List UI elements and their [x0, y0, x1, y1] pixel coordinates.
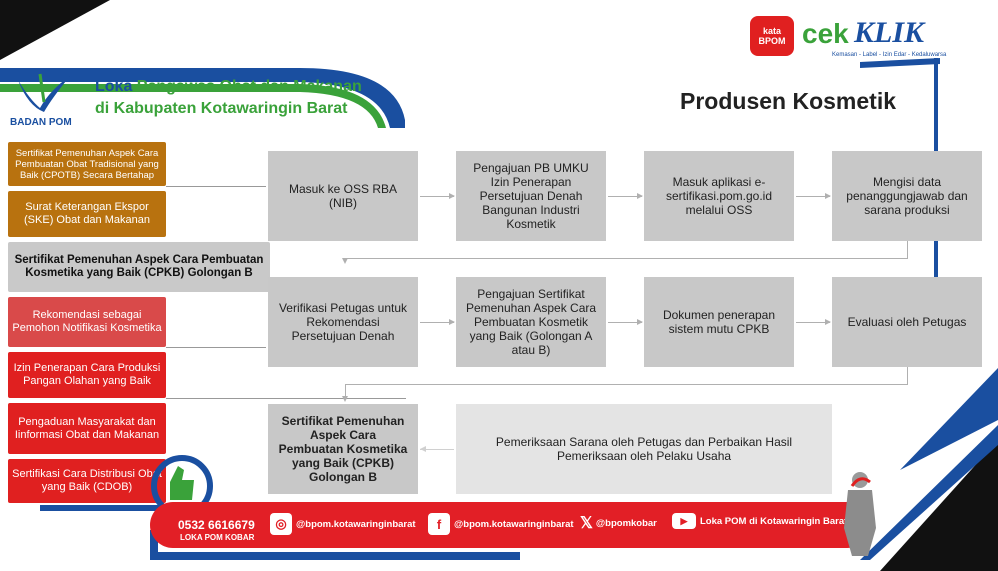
- arrow-right-icon: [796, 319, 831, 325]
- arrow-left-head: [420, 446, 426, 452]
- klik-text: KLIK: [854, 16, 925, 49]
- arrow-right-icon: [608, 193, 643, 199]
- flow-step-dokumen-cpkb: Dokumen penerapan sistem mutu CPKB: [644, 277, 794, 367]
- kata-bpom-badge: kata BPOM: [750, 16, 794, 56]
- flow-step-mengisi-data: Mengisi data penanggungjawab dan sarana …: [832, 151, 982, 241]
- divider: [166, 186, 266, 187]
- x-handle: @bpomkobar: [595, 517, 657, 529]
- flow-step-pemeriksaan-sarana: Pemeriksaan Sarana oleh Petugas dan Perb…: [456, 404, 832, 494]
- page-title: Produsen Kosmetik: [680, 88, 896, 114]
- sidebar-item-cpotb[interactable]: Sertifikat Pemenuhan Aspek Cara Pembuata…: [8, 142, 166, 186]
- mascot-figure-icon: [844, 472, 876, 556]
- divider: [166, 398, 406, 399]
- thumbs-up-icon: [151, 455, 213, 512]
- sidebar-item-ske[interactable]: Surat Keterangan Ekspor (SKE) Obat dan M…: [8, 191, 166, 237]
- arrow-left-icon: [420, 449, 454, 450]
- footer-instagram[interactable]: ◎ @bpom.kotawaringinbarat: [270, 513, 416, 535]
- logo-text: BADAN POM: [10, 117, 72, 128]
- footer-phone[interactable]: 0532 6616679: [178, 518, 255, 532]
- divider: [166, 347, 266, 348]
- badan-pom-emblem-icon: [18, 73, 70, 112]
- cek-text: cek: [802, 18, 849, 49]
- sidebar-item-cdob[interactable]: Sertifikasi Cara Distribusi Obat yang Ba…: [8, 459, 166, 503]
- header-title: Loka Pengawas Obat dan Makanan di Kabupa…: [95, 78, 362, 118]
- flow-step-pengajuan-pb: Pengajuan PB UMKU Izin Penerapan Persetu…: [456, 151, 606, 241]
- footer-phone-label: LOKA POM KOBAR: [180, 533, 255, 542]
- cekklik-logo: kata BPOM cek KLIK Kemasan - Label - Izi…: [750, 12, 970, 62]
- arrow-down-icon: [342, 396, 348, 402]
- flow-step-verifikasi: Verifikasi Petugas untuk Rekomendasi Per…: [268, 277, 418, 367]
- title-prefix: Loka: [95, 78, 137, 95]
- arrow-down-icon: [342, 258, 348, 264]
- footer-x[interactable]: 𝕏 @bpomkobar: [580, 513, 657, 533]
- instagram-icon: ◎: [270, 513, 292, 535]
- arrow-right-icon: [420, 319, 455, 325]
- title-line2: di Kabupaten Kotawaringin Barat: [95, 100, 348, 117]
- flow-step-pengajuan-sertifikat: Pengajuan Sertifikat Pemenuhan Aspek Car…: [456, 277, 606, 367]
- flow-step-evaluasi: Evaluasi oleh Petugas: [832, 277, 982, 367]
- footer-facebook[interactable]: f @bpom.kotawaringinbarat: [428, 513, 574, 535]
- badan-pom-logo: BADAN POM: [10, 72, 85, 132]
- flow-step-e-sertifikasi: Masuk aplikasi e-sertifikasi.pom.go.id m…: [644, 151, 794, 241]
- arrow-right-icon: [608, 319, 643, 325]
- youtube-icon: ▶: [672, 513, 696, 529]
- corner-decoration-top-left: [0, 0, 110, 60]
- arrow-right-icon: [420, 193, 455, 199]
- arrow-right-icon: [796, 193, 831, 199]
- instagram-handle: @bpom.kotawaringinbarat: [296, 518, 416, 530]
- brand-tagline: Kemasan - Label - Izin Edar - Kedaluwars…: [832, 52, 947, 58]
- footer-youtube[interactable]: ▶ Loka POM di Kotawaringin Barat: [672, 513, 847, 529]
- sidebar-item-pengaduan[interactable]: Pengaduan Masyarakat dan Iinformasi Obat…: [8, 403, 166, 454]
- facebook-handle: @bpom.kotawaringinbarat: [454, 518, 574, 530]
- connector-line: [345, 384, 346, 398]
- facebook-icon: f: [428, 513, 450, 535]
- connector-line: [345, 241, 908, 259]
- x-icon: 𝕏: [580, 515, 593, 532]
- connector-line: [345, 367, 908, 385]
- title-highlight: Pengawas Obat dan Makanan: [136, 78, 362, 95]
- flow-step-sertifikat-cpkb: Sertifikat Pemenuhan Aspek Cara Pembuata…: [268, 404, 418, 494]
- sidebar-item-notifikasi-kosmetika[interactable]: Rekomendasi sebagai Pemohon Notifikasi K…: [8, 297, 166, 347]
- flow-step-oss: Masuk ke OSS RBA (NIB): [268, 151, 418, 241]
- sidebar-item-cppob[interactable]: Izin Penerapan Cara Produksi Pangan Olah…: [8, 352, 166, 398]
- youtube-channel: Loka POM di Kotawaringin Barat: [700, 515, 848, 527]
- sidebar-item-cpkb[interactable]: Sertifikat Pemenuhan Aspek Cara Pembuata…: [8, 242, 270, 292]
